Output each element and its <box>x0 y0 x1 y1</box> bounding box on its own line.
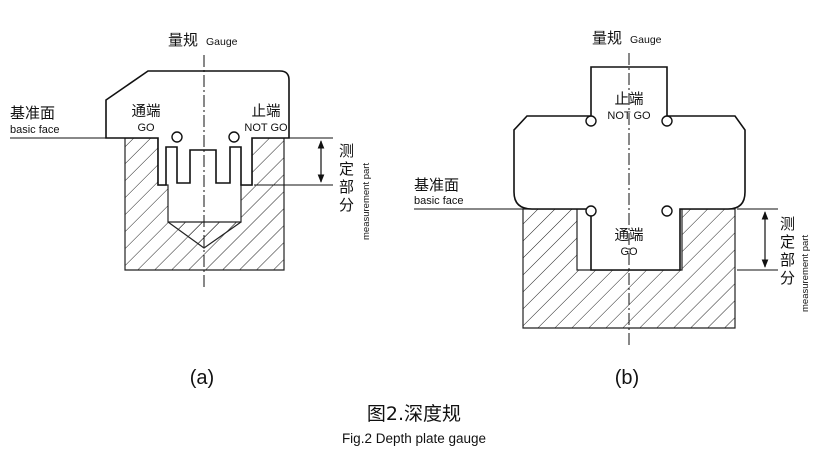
gauge-label-zh: 量规 <box>592 29 622 47</box>
relief-notch <box>171 131 183 143</box>
figure-caption-en: Fig.2 Depth plate gauge <box>342 431 486 446</box>
meas-char: 部 <box>780 251 795 269</box>
basic-face-label-en: basic face <box>10 124 60 136</box>
figure-caption-zh: 图2.深度规 <box>367 403 461 425</box>
meas-char: 部 <box>339 178 354 196</box>
relief-notch <box>585 115 597 127</box>
notgo-label-en: NOT GO <box>244 122 288 134</box>
panel-tag-b: (b) <box>615 367 639 389</box>
meas-label-en: measurement part <box>800 235 811 312</box>
panel-b: 量规 Gauge 止端 NOT GO 基准面 basic face 通端 GO … <box>414 29 811 389</box>
meas-char: 测 <box>780 215 795 233</box>
basic-face-label-zh: 基准面 <box>10 104 55 122</box>
meas-char: 定 <box>339 160 354 178</box>
gauge-body-a <box>105 70 290 186</box>
relief-notch <box>228 131 240 143</box>
relief-notch <box>661 115 673 127</box>
notgo-label-zh: 止端 <box>252 103 281 120</box>
basic-face-label-en: basic face <box>414 195 464 207</box>
go-label-zh: 通端 <box>615 227 644 244</box>
notgo-label-zh: 止端 <box>615 91 644 108</box>
go-label-en: GO <box>620 246 638 258</box>
panel-tag-a: (a) <box>190 367 214 389</box>
meas-char: 分 <box>339 196 354 214</box>
meas-char: 分 <box>780 269 795 287</box>
relief-notch <box>585 205 597 217</box>
gauge-label-en: Gauge <box>630 34 662 46</box>
gauge-label-zh: 量规 <box>168 31 198 49</box>
meas-char: 定 <box>780 233 795 251</box>
gauge-label-en: Gauge <box>206 36 238 48</box>
basic-face-label-zh: 基准面 <box>414 176 459 194</box>
measurement-label-b: 测 定 部 分 measurement part <box>780 215 811 312</box>
go-label-en: GO <box>137 122 155 134</box>
go-label-zh: 通端 <box>132 103 161 120</box>
panel-a: 量规 Gauge 基准面 basic face 通端 GO 止端 NOT GO … <box>10 31 372 389</box>
relief-notch <box>661 205 673 217</box>
notgo-label-en: NOT GO <box>607 110 651 122</box>
meas-char: 测 <box>339 142 354 160</box>
meas-label-en: measurement part <box>361 163 372 240</box>
measurement-label-a: 测 定 部 分 measurement part <box>339 142 372 240</box>
